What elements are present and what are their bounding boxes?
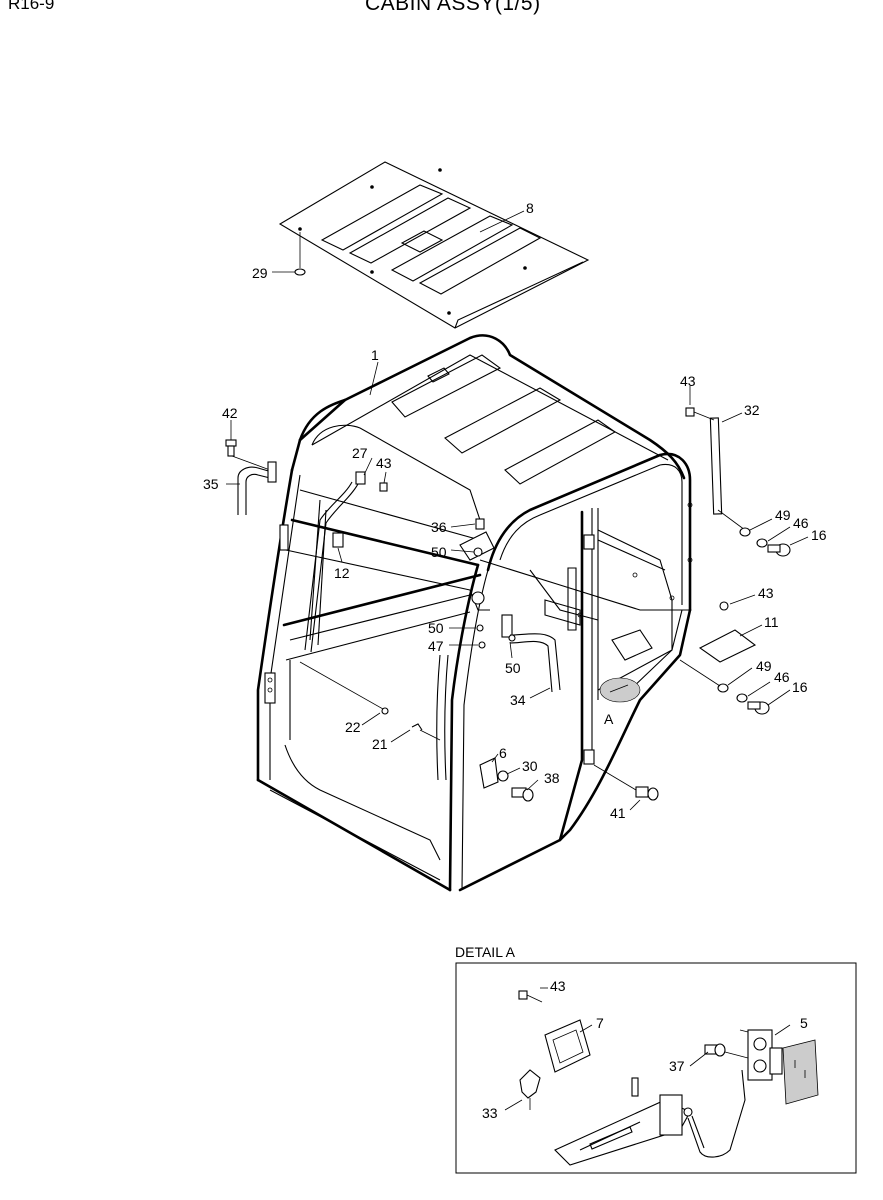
washer-46b-icon [736, 693, 748, 703]
detail-callout-37: 37 [669, 1058, 685, 1074]
callout-35: 35 [203, 476, 219, 492]
cabin-frame-part [256, 334, 693, 892]
callout-30: 30 [522, 758, 538, 774]
callout-43-upper-left: 43 [376, 455, 392, 471]
washer-49b-icon [717, 683, 729, 693]
page-title: CABIN ASSY(1/5) [365, 0, 541, 15]
callout-41: 41 [610, 805, 626, 821]
hose-34-icon [509, 633, 561, 691]
callout-6: 6 [499, 745, 507, 761]
bolt-43c-icon [719, 601, 729, 611]
bolt-16b-icon [747, 701, 770, 715]
detail-a-frame [455, 962, 857, 1174]
callout-12: 12 [334, 565, 350, 581]
callout-34: 34 [510, 692, 526, 708]
washer-50-icon [473, 547, 483, 557]
roof-cover-part [278, 161, 590, 329]
detail-callout-33: 33 [482, 1105, 498, 1121]
seal-strip-32-icon [685, 407, 723, 515]
washer-46-icon [756, 538, 768, 548]
page-code: R16-9 [8, 0, 55, 13]
leader-lines [226, 210, 809, 811]
grab-handle-35-icon [237, 466, 273, 515]
plate-11-icon [698, 629, 757, 663]
plug-22-icon [381, 707, 389, 715]
callout-46-upper: 46 [793, 515, 809, 531]
callout-49-lower: 49 [756, 658, 772, 674]
bracket-50-icon [501, 614, 513, 638]
detail-a-marker: A [604, 711, 614, 727]
callout-16-lower: 16 [792, 679, 808, 695]
callout-49-upper: 49 [775, 507, 791, 523]
detail-callout-5: 5 [800, 1015, 808, 1031]
bolt-43-icon [379, 482, 388, 492]
callout-43-upper-right: 43 [680, 373, 696, 389]
bolt-42-icon [225, 439, 237, 457]
callout-38: 38 [544, 770, 560, 786]
clip-12-icon [332, 532, 344, 548]
detail-a-parts [504, 987, 819, 1166]
clip-21-icon [411, 723, 423, 731]
callout-8: 8 [526, 200, 534, 216]
callout-50-middle: 50 [428, 620, 444, 636]
bolt-41-icon [635, 786, 659, 801]
callout-27: 27 [352, 445, 368, 461]
callout-22: 22 [345, 719, 361, 735]
washer-29-icon [294, 268, 306, 276]
bracket-36-icon [459, 531, 495, 561]
callout-46-lower: 46 [774, 669, 790, 685]
detail-callout-43: 43 [550, 978, 566, 994]
callout-11: 11 [764, 614, 779, 630]
callout-42: 42 [222, 405, 238, 421]
callout-21: 21 [372, 736, 388, 752]
hose-27-icon [304, 481, 353, 651]
detail-a-title: DETAIL A [455, 944, 516, 960]
callout-43-right: 43 [758, 585, 774, 601]
callout-1: 1 [371, 347, 379, 363]
callout-29: 29 [252, 265, 268, 281]
bolt-38-icon [511, 787, 534, 802]
callout-47: 47 [428, 638, 444, 654]
callout-50-upper: 50 [431, 544, 447, 560]
washer-49-icon [739, 527, 751, 537]
striker-6-icon [479, 757, 499, 789]
callout-50-lower: 50 [505, 660, 521, 676]
callout-16-upper: 16 [811, 527, 827, 543]
washer-30-icon [497, 770, 509, 782]
callout-32: 32 [744, 402, 760, 418]
bolt-16-icon [767, 543, 791, 557]
detail-callout-7: 7 [596, 1015, 604, 1031]
callout-36: 36 [431, 519, 447, 535]
